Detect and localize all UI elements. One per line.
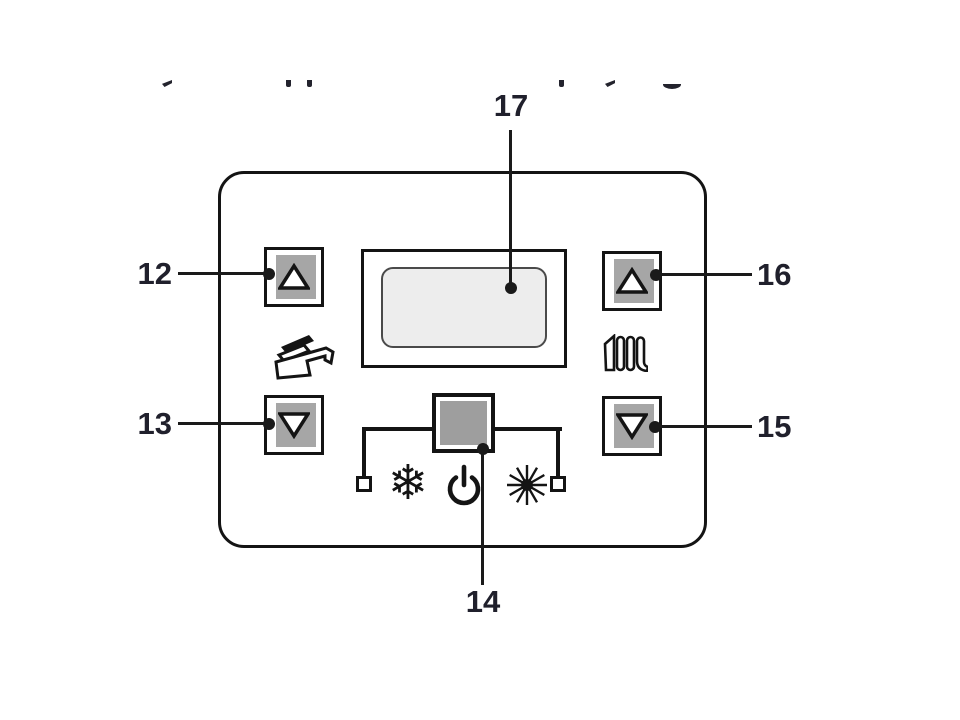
power-icon [447, 464, 481, 506]
clipped-text-fragment [663, 80, 681, 89]
dhw-up-button[interactable] [264, 247, 324, 307]
clipped-text-fragment [286, 80, 291, 87]
callout-dot-15 [649, 421, 661, 433]
callout-dot-13 [263, 418, 275, 430]
mode-bracket-line [494, 427, 562, 431]
callout-dot-14 [477, 443, 489, 455]
clipped-text-fragment [605, 80, 615, 87]
mode-bracket-line [556, 427, 560, 478]
radiator-icon [603, 334, 648, 372]
down-arrow-icon [616, 413, 648, 440]
mode-bracket-line [362, 427, 366, 478]
tap-icon [274, 335, 335, 380]
up-arrow-icon [616, 267, 648, 294]
callout-dot-12 [263, 268, 275, 280]
mode-indicator-right [550, 476, 566, 492]
callout-line-17 [509, 130, 512, 288]
sun-icon [507, 465, 547, 505]
callout-dot-17 [505, 282, 517, 294]
heating-up-button[interactable] [602, 251, 662, 311]
display-bezel [361, 249, 567, 368]
snowflake-icon: ❄ [387, 455, 429, 511]
button-keycap [440, 401, 487, 445]
callout-line-12 [178, 272, 269, 275]
clipped-text-fragment [559, 80, 564, 87]
callout-label-16: 16 [757, 257, 792, 292]
callout-label-17: 17 [493, 88, 529, 123]
callout-line-15 [655, 425, 752, 428]
callout-line-16 [656, 273, 752, 276]
up-arrow-icon [278, 263, 310, 290]
clipped-text-fragment [162, 80, 172, 87]
callout-dot-16 [650, 269, 662, 281]
display-screen [381, 267, 547, 348]
callout-label-12: 12 [137, 256, 172, 291]
callout-line-14 [481, 449, 484, 585]
callout-line-13 [178, 422, 269, 425]
clipped-text-fragment [307, 80, 312, 87]
callout-label-13: 13 [137, 406, 172, 441]
mode-button[interactable] [432, 393, 495, 453]
mode-bracket-line [362, 427, 432, 431]
callout-label-15: 15 [757, 409, 792, 444]
down-arrow-icon [278, 412, 310, 439]
mode-indicator-left [356, 476, 372, 492]
callout-label-14: 14 [465, 584, 501, 619]
